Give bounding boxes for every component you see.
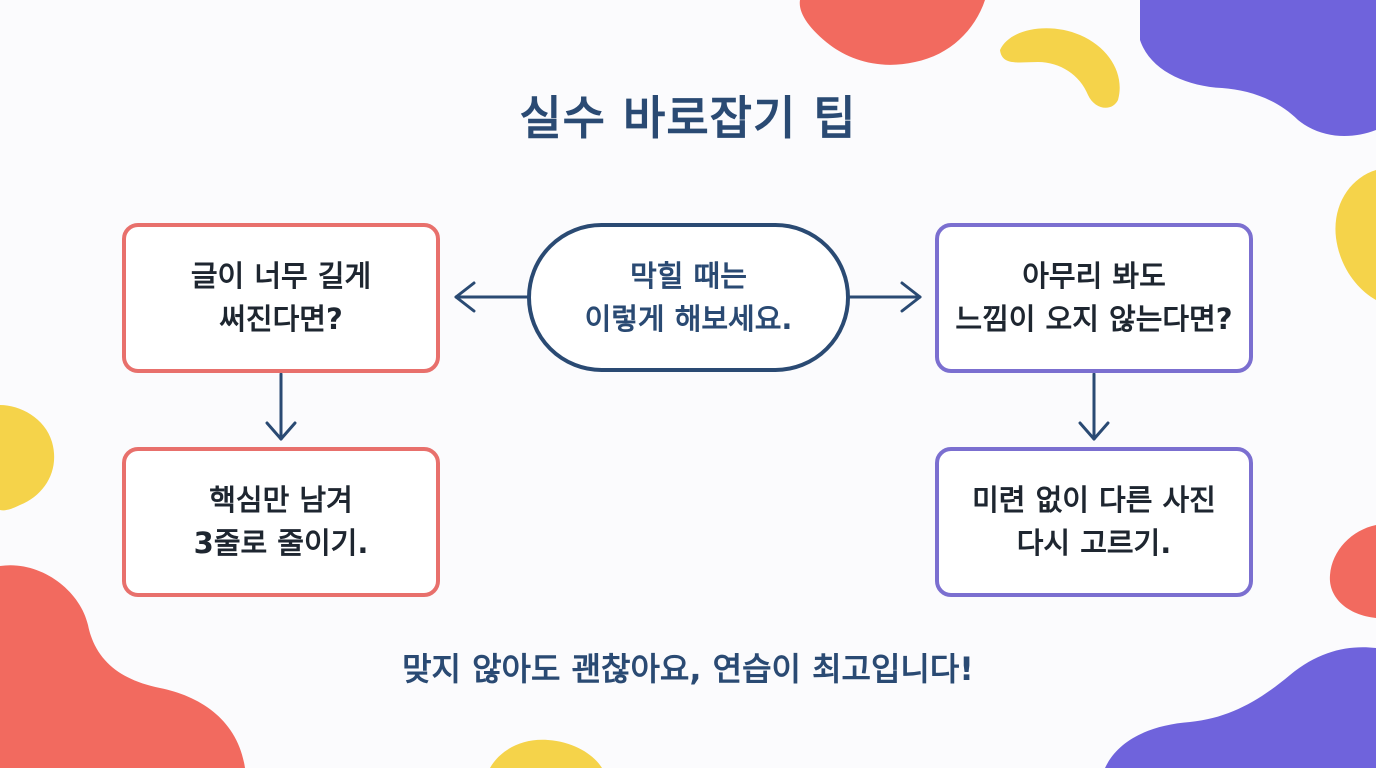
right-solution-line1: 미련 없이 다른 사진 <box>972 483 1216 518</box>
blob-purple-bottom-right <box>1105 647 1376 768</box>
right-solution-line2: 다시 고르기. <box>1016 526 1172 560</box>
blob-red-bottom-left <box>0 565 245 768</box>
center-node-line2: 이렇게 해보세요. <box>584 301 793 336</box>
blob-yellow-bottom <box>490 739 602 768</box>
right-problem-line1: 아무리 봐도 <box>1022 259 1166 294</box>
left-solution-box: 핵심만 남겨 3줄로 줄이기. <box>122 447 440 597</box>
center-node-line1: 막힐 때는 <box>630 258 747 293</box>
footer-message: 맞지 않아도 괜찮아요, 연습이 최고입니다! <box>402 650 974 688</box>
blob-yellow-left <box>0 405 55 511</box>
right-problem-box: 아무리 봐도 느낌이 오지 않는다면? <box>935 223 1253 373</box>
page-title: 실수 바로잡기 팁 <box>519 91 857 145</box>
blob-red-right <box>1329 525 1376 618</box>
left-solution-line2: 3줄로 줄이기. <box>193 526 369 560</box>
blob-purple-top-right <box>1140 0 1376 136</box>
arrowhead-right-down <box>1078 421 1110 441</box>
center-node: 막힐 때는 이렇게 해보세요. <box>527 223 850 372</box>
arrowhead-right <box>900 281 922 313</box>
blob-yellow-right <box>1335 170 1376 300</box>
arrowhead-left <box>454 281 476 313</box>
right-problem-line2: 느낌이 오지 않는다면? <box>955 302 1233 336</box>
left-problem-line2: 써진다면? <box>219 302 343 336</box>
left-problem-line1: 글이 너무 길게 <box>190 259 372 294</box>
arrowhead-left-down <box>265 421 297 441</box>
blob-red-top <box>799 0 985 65</box>
left-solution-line1: 핵심만 남겨 <box>209 483 353 518</box>
left-problem-box: 글이 너무 길게 써진다면? <box>122 223 440 373</box>
right-solution-box: 미련 없이 다른 사진 다시 고르기. <box>935 447 1253 597</box>
blob-yellow-top <box>1000 28 1120 108</box>
